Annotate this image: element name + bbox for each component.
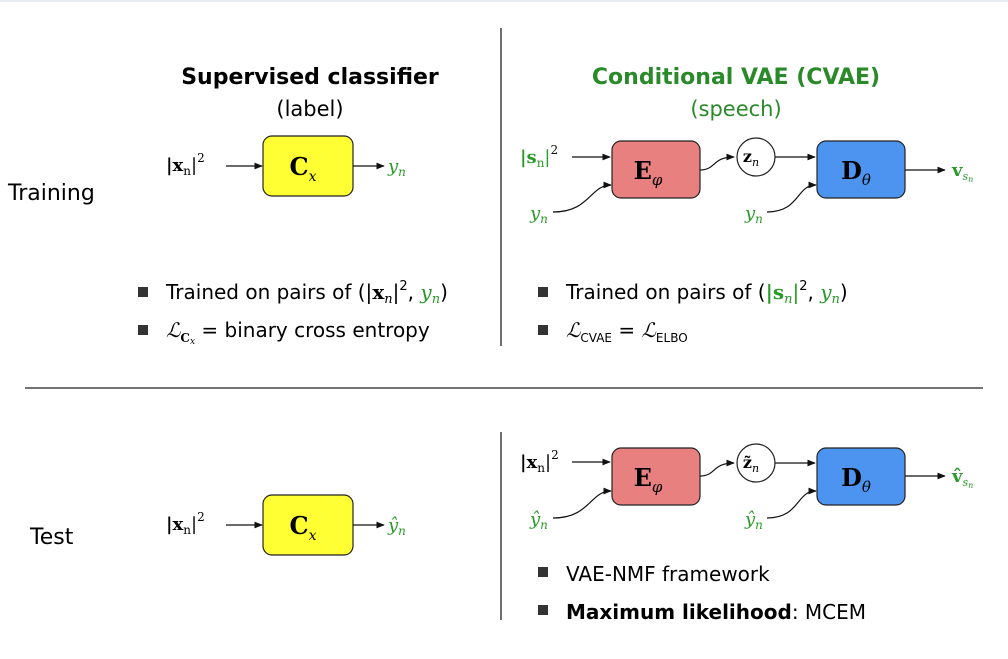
arrow-test-cond-to-decoder (766, 487, 817, 519)
train-output-label: yn (387, 156, 406, 179)
train-cvae-diagram: |sn|2 yn Eφ zn yn Dθ vsn (520, 137, 973, 226)
left-title: Supervised classifier (181, 65, 439, 90)
right-test-bullet-2: Maximum likelihood: MCEM (566, 600, 866, 624)
row-label-test: Test (29, 525, 74, 550)
decoder-label: Dθ (841, 156, 871, 189)
test-classifier-diagram: |xn|2 Cx ŷn (166, 494, 406, 556)
arrow-cond-to-decoder (766, 181, 817, 213)
right-bullet-1: Trained on pairs of (|sn|2, yn) (565, 279, 848, 307)
test-decoder-label: Dθ (841, 463, 871, 496)
bullet-marker (138, 287, 148, 297)
right-test-bullet-1: VAE-NMF framework (566, 562, 770, 586)
train-classifier-diagram: |xn|2 Cx yn (166, 135, 406, 197)
test-output-label: ŷn (387, 515, 406, 538)
train-speech-output-label: vsn (951, 160, 973, 184)
test-encoder-block (611, 447, 701, 506)
arrow-test-encoder-to-latent (699, 459, 735, 477)
bullet-marker (138, 325, 148, 335)
arrow-test-cond-to-encoder (552, 487, 612, 519)
right-title: Conditional VAE (CVAE) (592, 65, 880, 90)
test-cvae-diagram: |xn|2 ŷn Eφ z̃n ŷn Dθ v̂sn (520, 443, 973, 532)
train-speech-input-label: |sn|2 (520, 143, 558, 170)
test-speech-output-label: v̂sn (951, 466, 973, 490)
latent-label: zn (743, 147, 759, 169)
train-cond-input-label: yn (529, 203, 548, 226)
test-cond-input-label: ŷn (529, 509, 548, 532)
left-bullet-1: Trained on pairs of (|xn|2, yn) (165, 279, 448, 307)
encoder-label: Eφ (634, 156, 663, 189)
test-classifier-label: Cx (289, 511, 316, 544)
left-subtitle: (label) (276, 97, 343, 121)
bullet-marker (538, 605, 548, 615)
encoder-block (611, 140, 701, 199)
arrow-cond-to-encoder (552, 181, 612, 213)
test-input-label-right: |xn|2 (520, 448, 559, 475)
train-input-label: |xn|2 (166, 151, 205, 178)
right-bullet-2: ℒCVAE = ℒELBO (566, 318, 688, 345)
left-bullet-2: ℒCx = binary cross entropy (166, 318, 430, 347)
train-decoder-cond-label: yn (744, 203, 763, 226)
right-subtitle: (speech) (690, 97, 781, 121)
test-encoder-label: Eφ (634, 463, 663, 496)
test-decoder-cond-label: ŷn (744, 509, 763, 532)
classifier-label: Cx (289, 152, 316, 185)
bullet-marker (538, 287, 548, 297)
bullet-marker (538, 567, 548, 577)
arrow-encoder-to-latent (699, 153, 735, 171)
bullet-marker (538, 325, 548, 335)
test-latent-label: z̃n (743, 453, 759, 475)
row-label-training: Training (7, 181, 95, 206)
test-input-label: |xn|2 (166, 510, 205, 537)
